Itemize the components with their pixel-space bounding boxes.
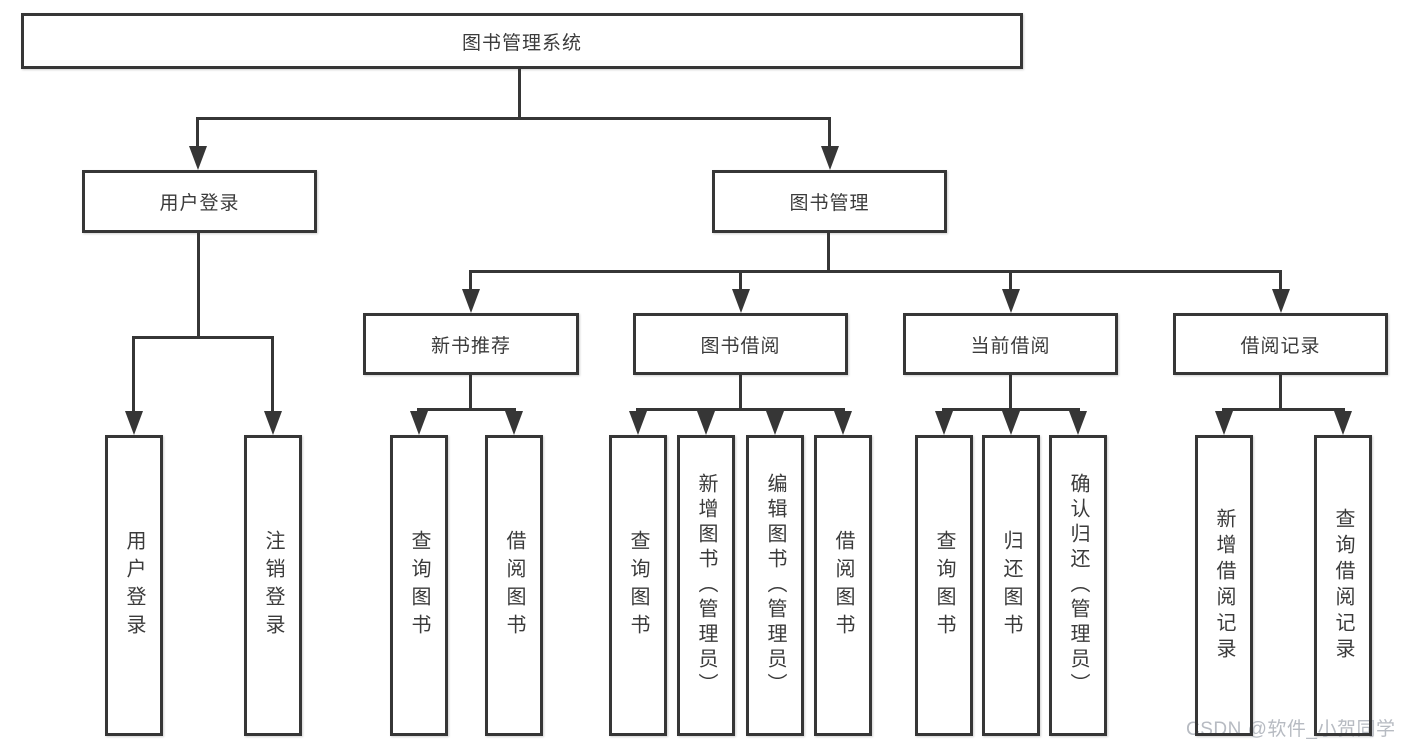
connector-stem [828, 117, 831, 149]
node-root: 图书管理系统 [21, 13, 1023, 69]
leaf-logout: 注销登录 [244, 435, 302, 736]
connector-stem [469, 270, 472, 292]
arrow-down-icon [935, 411, 953, 435]
arrow-down-icon [834, 411, 852, 435]
connector-root-stem [518, 69, 521, 117]
arrow-down-icon [697, 411, 715, 435]
leaf-cb-return-books: 归还图书 [982, 435, 1040, 736]
connector-branch [636, 408, 845, 411]
connector-stem [1009, 270, 1012, 292]
arrow-down-icon [766, 411, 784, 435]
arrow-down-icon [1272, 289, 1290, 313]
node-new-book-recommend: 新书推荐 [363, 313, 579, 375]
arrow-down-icon [462, 289, 480, 313]
arrow-down-icon [125, 411, 143, 435]
connector-stem [1279, 270, 1282, 292]
arrow-down-icon [1069, 411, 1087, 435]
arrow-down-icon [264, 411, 282, 435]
connector-stem [196, 117, 199, 149]
csdn-watermark: CSDN @软件_小贺同学 [1186, 719, 1396, 740]
leaf-cb-query-books: 查询图书 [915, 435, 973, 736]
leaf-cb-confirm-return-admin: 确认归还（管理员） [1049, 435, 1107, 736]
connector-stem [827, 232, 830, 272]
arrow-down-icon [1334, 411, 1352, 435]
arrow-down-icon [189, 146, 207, 170]
node-book-borrow: 图书借阅 [633, 313, 848, 375]
connector-level1-branch [197, 117, 831, 120]
node-current-borrow: 当前借阅 [903, 313, 1118, 375]
connector-stem [197, 233, 200, 336]
connector-stem [1009, 375, 1012, 410]
node-borrow-records: 借阅记录 [1173, 313, 1388, 375]
leaf-bb-borrow-books: 借阅图书 [814, 435, 872, 736]
leaf-user-login: 用户登录 [105, 435, 163, 736]
arrow-down-icon [1002, 411, 1020, 435]
leaf-br-query-record: 查询借阅记录 [1314, 435, 1372, 736]
connector-stem [469, 375, 472, 410]
connector-stem [271, 336, 274, 414]
leaf-br-add-record: 新增借阅记录 [1195, 435, 1253, 736]
arrow-down-icon [821, 146, 839, 170]
connector-stem [132, 336, 135, 414]
node-book-management: 图书管理 [712, 170, 947, 233]
connector-stem [1279, 375, 1282, 410]
arrow-down-icon [629, 411, 647, 435]
arrow-down-icon [732, 289, 750, 313]
connector-branch [417, 408, 516, 411]
connector-stem [739, 270, 742, 292]
arrow-down-icon [1002, 289, 1020, 313]
connector-stem [739, 375, 742, 410]
leaf-nb-query-books: 查询图书 [390, 435, 448, 736]
arrow-down-icon [1215, 411, 1233, 435]
leaf-bb-add-books-admin: 新增图书（管理员） [677, 435, 735, 736]
leaf-nb-borrow-books: 借阅图书 [485, 435, 543, 736]
connector-branch [942, 408, 1080, 411]
leaf-bb-edit-books-admin: 编辑图书（管理员） [746, 435, 804, 736]
connector-branch [1222, 408, 1345, 411]
arrow-down-icon [505, 411, 523, 435]
connector-level2-branch [469, 270, 1282, 273]
leaf-bb-query-books: 查询图书 [609, 435, 667, 736]
connector-branch [132, 336, 274, 339]
arrow-down-icon [410, 411, 428, 435]
node-user-login: 用户登录 [82, 170, 317, 233]
